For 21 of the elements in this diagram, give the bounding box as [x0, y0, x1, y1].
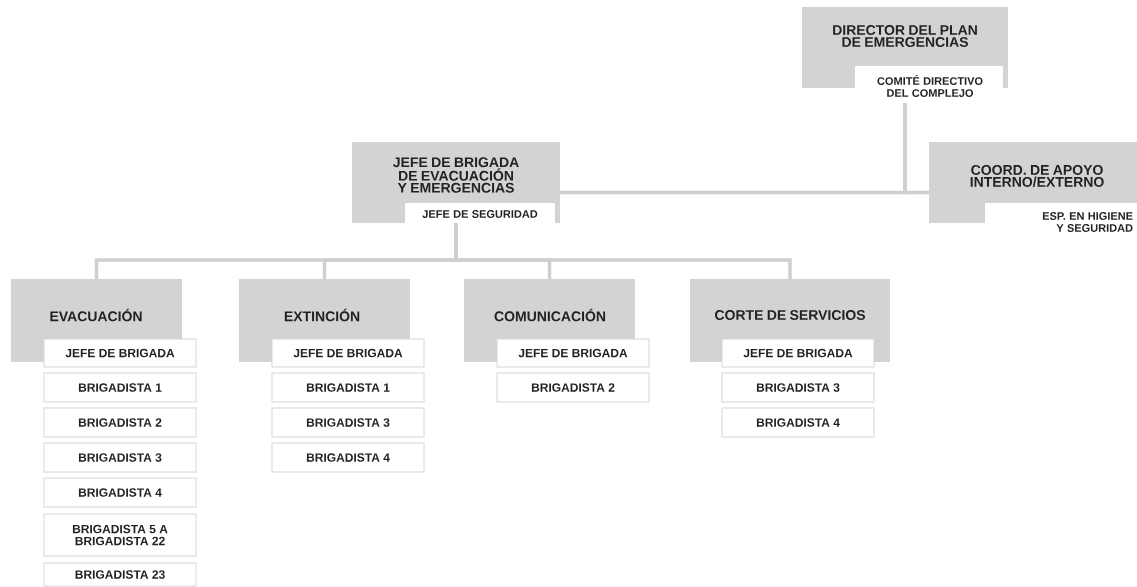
- connector-line: [903, 103, 929, 195]
- member-box: BRIGADISTA 3: [43, 442, 197, 473]
- member-box: JEFE DE BRIGADA: [43, 338, 197, 368]
- member-box: BRIGADISTA 1: [43, 372, 197, 403]
- member-box: BRIGADISTA 3: [271, 407, 425, 438]
- member-box: BRIGADISTA 4: [271, 442, 425, 473]
- member-box: BRIGADISTA 4: [721, 407, 875, 438]
- member-box: BRIGADISTA 2: [43, 407, 197, 438]
- subtitle-box: ESP. EN HIGIENE Y SEGURIDAD: [985, 203, 1137, 232]
- connector-line: [454, 223, 792, 279]
- subtitle-box: COMITÉ DIRECTIVO DEL COMPLEJO: [855, 66, 1003, 97]
- member-box: JEFE DE BRIGADA: [721, 338, 875, 368]
- member-box: BRIGADISTA 23: [43, 562, 197, 587]
- member-box: BRIGADISTA 5 A BRIGADISTA 22: [43, 513, 197, 557]
- member-box: JEFE DE BRIGADA: [271, 338, 425, 368]
- subtitle-box: JEFE DE SEGURIDAD: [405, 203, 555, 223]
- member-box: JEFE DE BRIGADA: [496, 338, 650, 368]
- member-box: BRIGADISTA 2: [496, 372, 650, 403]
- member-box: BRIGADISTA 3: [721, 372, 875, 403]
- member-box: BRIGADISTA 1: [271, 372, 425, 403]
- member-box: BRIGADISTA 4: [43, 477, 197, 508]
